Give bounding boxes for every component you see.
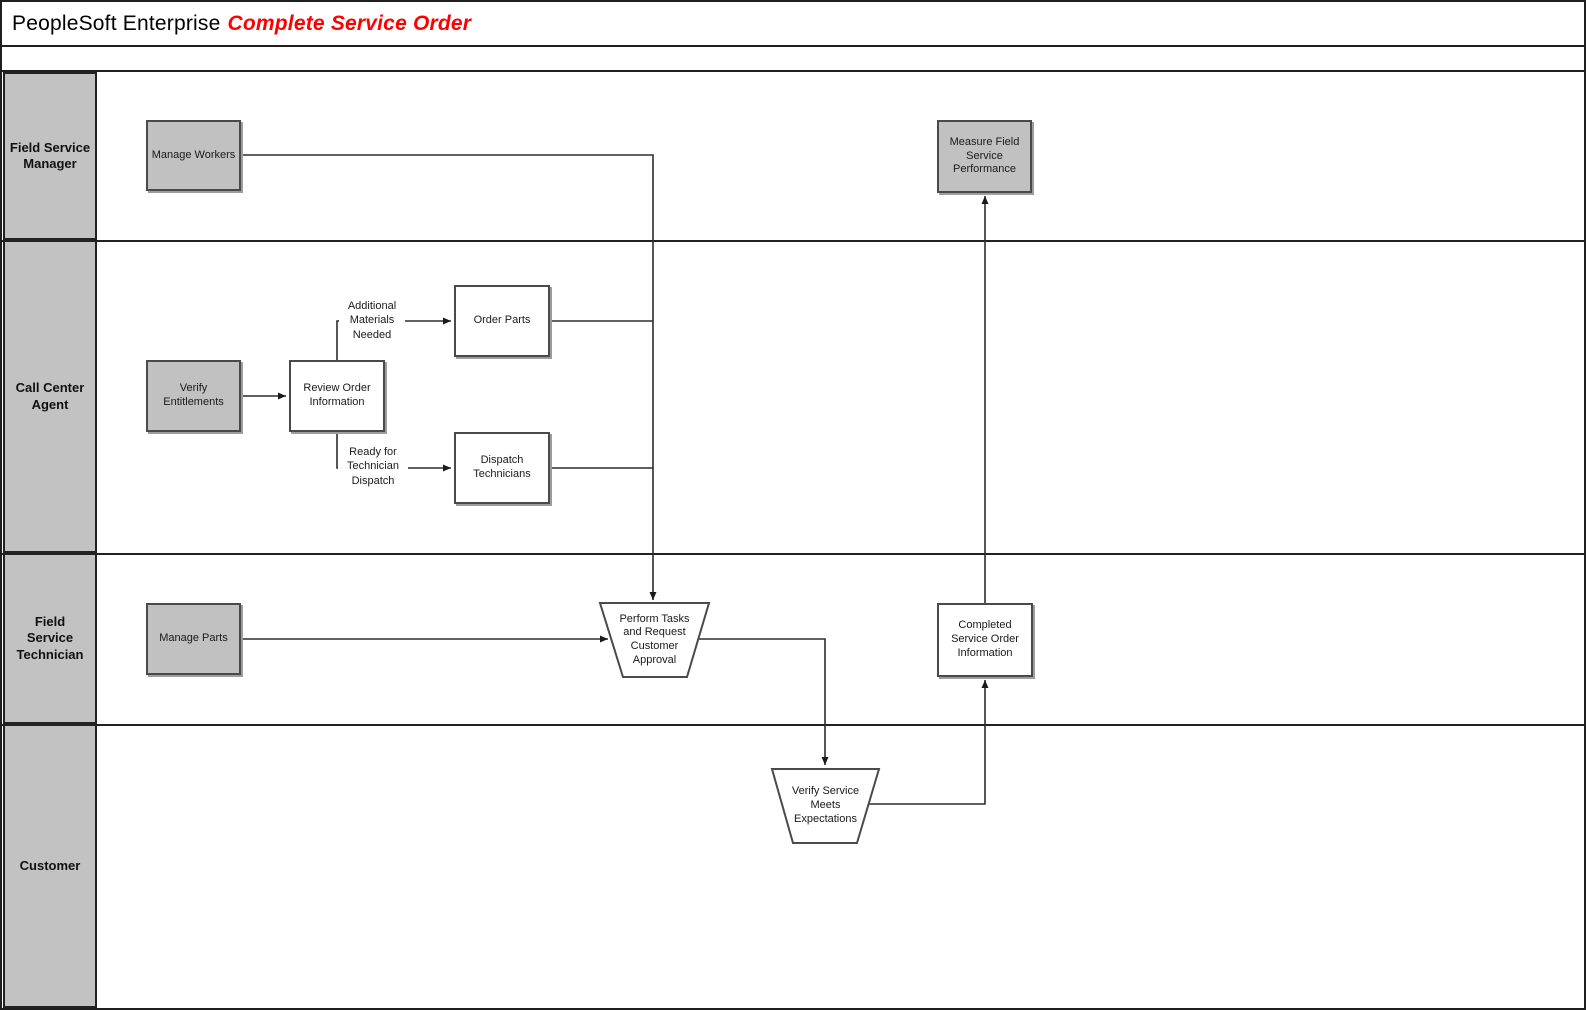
edge-label-additional-materials-needed: Additional Materials Needed [339, 299, 405, 342]
lane-divider-3 [2, 724, 1584, 726]
lane-label: Field Service Manager [9, 139, 91, 171]
lane-customer: Customer [3, 724, 97, 1008]
node-verify-entitlements: Verify Entitlements [146, 360, 241, 432]
node-perform-tasks-label: Perform Tasks and Request Customer Appro… [619, 612, 690, 666]
node-completed-service-order-information: Completed Service Order Information [937, 603, 1033, 677]
edge-label-ready-for-technician-dispatch: Ready for Technician Dispatch [338, 445, 408, 488]
node-manage-parts: Manage Parts [146, 603, 241, 675]
connector-verify-service-to-completed-order [868, 680, 989, 805]
connector-perform-tasks-to-verify-service [699, 638, 829, 765]
title-bar: PeopleSoft Enterprise Complete Service O… [2, 2, 1584, 47]
lane-divider-1 [2, 240, 1584, 242]
node-dispatch-technicians: Dispatch Technicians [454, 432, 550, 504]
subtitle-band [2, 47, 1584, 72]
title-highlight: Complete Service Order [227, 11, 472, 35]
lane-call-center-agent: Call Center Agent [3, 240, 97, 553]
lane-divider-2 [2, 553, 1584, 555]
node-measure-field-service-performance: Measure Field Service Performance [937, 120, 1032, 193]
node-verify-service-label: Verify Service Meets Expectations [791, 785, 860, 825]
lane-label: Call Center Agent [15, 380, 85, 412]
title-prefix: PeopleSoft Enterprise [12, 11, 221, 35]
node-order-parts: Order Parts [454, 285, 550, 357]
trapezoid-perform-tasks [598, 602, 711, 678]
trapezoid-verify-service [770, 768, 881, 844]
lane-label: Field Service Technician [16, 614, 84, 662]
lane-label: Customer [19, 857, 81, 873]
node-review-order-information: Review Order Information [289, 360, 385, 432]
node-manage-workers: Manage Workers [146, 120, 241, 191]
lane-field-service-technician: Field Service Technician [3, 553, 97, 724]
lane-field-service-manager: Field Service Manager [3, 72, 97, 240]
